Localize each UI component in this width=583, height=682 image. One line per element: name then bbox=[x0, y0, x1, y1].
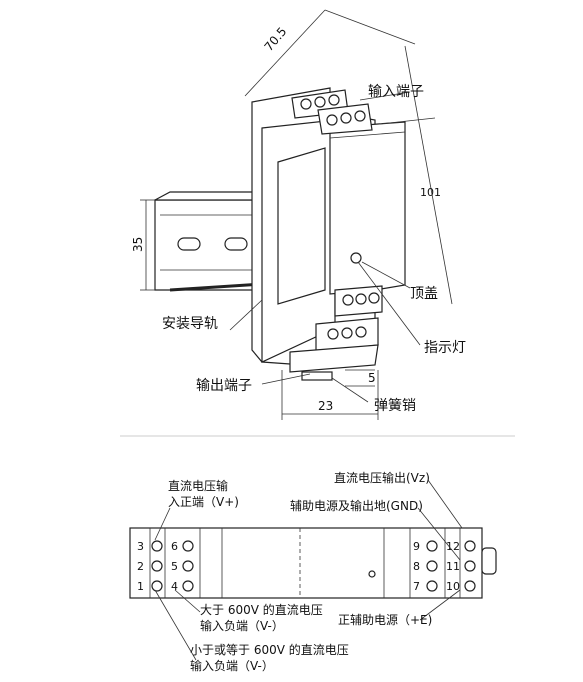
top-cover-label: 顶盖 bbox=[410, 286, 438, 302]
v-minus-600-label-line1: 大于 600V 的直流电压 bbox=[200, 602, 323, 617]
v-minus-600-label-line2: 输入负端（V-） bbox=[200, 618, 284, 633]
terminal-screw bbox=[151, 580, 163, 592]
top-cover bbox=[329, 121, 406, 295]
terminal-number: 5 bbox=[171, 560, 178, 573]
dim-width-label: 23 bbox=[318, 399, 333, 413]
leader-lines bbox=[229, 91, 421, 403]
terminal-screw bbox=[426, 540, 438, 552]
dim-rail-label: 35 bbox=[131, 237, 145, 252]
dim-depth-label: 70.5 bbox=[262, 24, 290, 53]
terminal-screw bbox=[464, 540, 476, 552]
terminal-number: 4 bbox=[171, 580, 178, 593]
dimension-lines bbox=[140, 9, 453, 420]
indicator-led bbox=[350, 252, 362, 264]
terminal-number: 2 bbox=[137, 560, 144, 573]
terminal-number: 8 bbox=[413, 560, 420, 573]
gnd-label: 辅助电源及输出地(GND) bbox=[290, 498, 423, 513]
terminal-number: 7 bbox=[413, 580, 420, 593]
indicator-led-top bbox=[368, 570, 376, 578]
terminal-number: 1 bbox=[137, 580, 144, 593]
terminal-screw bbox=[464, 580, 476, 592]
label-window bbox=[277, 147, 326, 305]
terminal-screw bbox=[182, 580, 194, 592]
vz-label: 直流电压输出(Vz) bbox=[334, 470, 430, 485]
terminal-screw bbox=[426, 560, 438, 572]
input-terminal-label: 输入端子 bbox=[368, 84, 424, 100]
v-plus-label-line1: 直流电压输 bbox=[168, 478, 228, 493]
din-rail-label: 安装导轨 bbox=[162, 316, 218, 332]
terminal-number: 10 bbox=[446, 580, 460, 593]
terminal-number: 9 bbox=[413, 540, 420, 553]
output-terminal-block bbox=[289, 285, 383, 381]
terminal-number: 6 bbox=[171, 540, 178, 553]
input-terminal-block bbox=[291, 89, 373, 135]
pos-aux-label: 正辅助电源（+E) bbox=[338, 613, 432, 627]
terminal-number: 12 bbox=[446, 540, 460, 553]
terminal-number: 3 bbox=[137, 540, 144, 553]
module-drawing bbox=[140, 9, 453, 420]
terminal-screw bbox=[182, 540, 194, 552]
terminal-screw bbox=[426, 580, 438, 592]
terminal-number: 11 bbox=[446, 560, 460, 573]
terminal-screw bbox=[464, 560, 476, 572]
spring-pin-label: 弹簧销 bbox=[374, 398, 416, 414]
side-clip bbox=[481, 547, 497, 575]
dim-offset-label: 5 bbox=[368, 371, 376, 385]
terminal-group: 3 2 1 6 5 4 9 8 7 12 11 10 bbox=[137, 540, 476, 593]
din-rail bbox=[154, 191, 278, 292]
terminal-screw bbox=[151, 560, 163, 572]
v-minus-le600-label-line2: 输入负端（V-） bbox=[190, 658, 274, 673]
terminal-leader-lines bbox=[154, 479, 463, 661]
output-terminal-label: 输出端子 bbox=[196, 378, 252, 394]
terminal-screw bbox=[151, 540, 163, 552]
dim-height-label: 101 bbox=[420, 186, 441, 199]
v-minus-le600-label-line1: 小于或等于 600V 的直流电压 bbox=[190, 642, 349, 657]
indicator-label: 指示灯 bbox=[424, 340, 466, 356]
terminal-screw bbox=[182, 560, 194, 572]
v-plus-label-line2: 入正端（V+) bbox=[168, 495, 239, 509]
